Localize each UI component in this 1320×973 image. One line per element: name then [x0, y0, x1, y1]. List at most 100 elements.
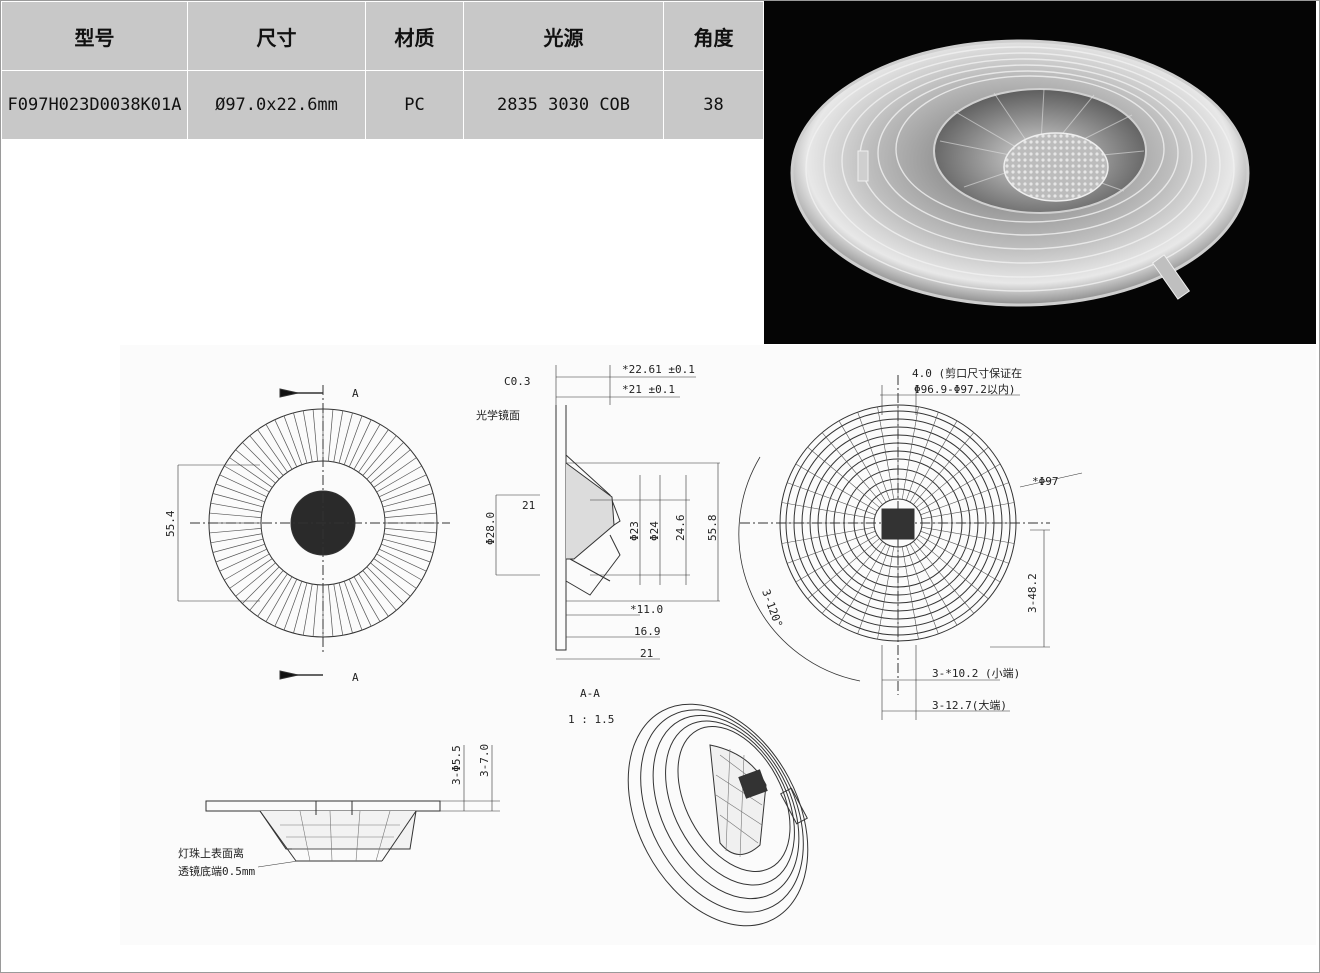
front-view-ray [209, 512, 262, 518]
front-view-ray [210, 533, 263, 544]
top-dim-d97: *Φ97 [1032, 475, 1059, 488]
front-view-ray [358, 573, 389, 617]
front-section-marker-top: A [352, 387, 359, 400]
top-view-ray [901, 406, 919, 500]
front-view-ray [383, 533, 436, 544]
spec-table: 型号 尺寸 材质 光源 角度 F097H023D0038K01A Ø97.0x2… [1, 1, 764, 140]
section-dim-24-6: 24.6 [674, 515, 687, 542]
front-view-ray [376, 465, 422, 493]
front-view [177, 385, 450, 680]
top-view-ray [857, 545, 891, 634]
top-view-ray [838, 543, 887, 626]
top-view-ray [807, 538, 880, 600]
front-view-ray [370, 562, 411, 597]
front-view-ray [381, 483, 431, 503]
front-view-ray [229, 457, 273, 488]
section-view [495, 365, 720, 660]
front-view-ray [343, 581, 363, 631]
front-view-ray [362, 435, 397, 476]
top-dim-angle: 3-120° [759, 588, 785, 630]
front-view-ray [366, 442, 404, 480]
front-view-ray [343, 415, 363, 465]
front-view-ray [379, 474, 427, 498]
cell-material: PC [365, 70, 464, 140]
top-view-ray [913, 541, 975, 614]
top-view-ray [909, 420, 958, 503]
section-dim-d28: Φ28.0 [484, 512, 497, 545]
front-view-ray [249, 570, 284, 611]
front-view-ray [242, 442, 280, 480]
front-view-ray [373, 558, 417, 589]
top-view-ray [795, 534, 878, 583]
front-view-ray [249, 435, 284, 476]
section-dim-22-61: *22.61 ±0.1 [622, 363, 695, 376]
section-dim-21-top: *21 ±0.1 [622, 383, 675, 396]
front-view-ray [224, 553, 270, 581]
front-view-ray [358, 429, 389, 473]
front-view-ray [348, 579, 372, 627]
front-view-ray [242, 566, 280, 604]
top-view-ray [921, 502, 1015, 520]
top-view-ray [918, 463, 1001, 512]
front-view-ray [333, 583, 344, 636]
front-view-ray [353, 424, 381, 470]
top-view-ray [787, 482, 876, 516]
top-view-ray [913, 432, 975, 505]
section-dim-d23: Φ23 [628, 521, 641, 541]
top-view-ray [921, 526, 1015, 544]
front-view-ray [328, 409, 334, 462]
front-view-ray [333, 410, 344, 463]
front-view-ray [302, 583, 313, 636]
front-view-ray [383, 502, 436, 513]
isometric-view [627, 703, 809, 927]
top-note-range: Φ96.9-Φ97.2以内) [914, 382, 1015, 396]
front-view-ray [384, 528, 437, 534]
product-photo [764, 1, 1316, 344]
side-dim-3-5-5: 3-Φ5.5 [450, 745, 463, 785]
front-view-ray [312, 409, 318, 462]
front-view-ray [229, 558, 273, 589]
header-size: 尺寸 [187, 1, 366, 71]
front-view-ray [293, 412, 308, 464]
front-view-ray [366, 566, 404, 604]
top-view-ray [807, 446, 880, 508]
front-view-ray [353, 576, 381, 622]
side-note-line2: 透镜底端0.5mm [178, 864, 255, 878]
front-view-ray [382, 493, 434, 508]
front-view-ray [257, 573, 288, 617]
cell-size: Ø97.0x22.6mm [187, 70, 366, 140]
top-view-ray [781, 526, 875, 544]
top-view-ray-pattern [780, 405, 1016, 641]
section-dim-d24: Φ24 [648, 521, 661, 541]
side-note-line1: 灯珠上表面离 [178, 846, 244, 860]
top-dim-3-48: 3-48.2 [1026, 573, 1039, 613]
section-title: A-A [580, 687, 600, 700]
front-view-ray [265, 424, 293, 470]
side-dim-3-7: 3-7.0 [478, 744, 491, 777]
top-dim-big-ear: 3-12.7(大端) [932, 698, 1007, 712]
top-view-ray [787, 530, 876, 564]
front-view-ray [338, 412, 353, 464]
technical-drawing: A A 55.4 C0.3 光学镜面 *22.61 ±0.1 *21 ±0.1 … [120, 345, 1316, 945]
top-view-ray [901, 546, 919, 640]
front-view-ray [212, 493, 264, 508]
front-view-ray [362, 570, 397, 611]
top-view-ray [877, 406, 895, 500]
front-view-ray [382, 538, 434, 553]
top-dim-small-ear: 3-*10.2 (小端) [932, 667, 1020, 680]
front-view-ray [215, 483, 265, 503]
front-view-ray [257, 429, 288, 473]
cell-model: F097H023D0038K01A [1, 70, 188, 140]
front-view-ray [215, 543, 265, 563]
top-view-ray [905, 412, 939, 501]
front-dim-height: 55.4 [164, 510, 177, 537]
front-view-ray [381, 543, 431, 563]
section-optical-surface-label: 光学镜面 [476, 408, 520, 422]
section-dim-21-left: 21 [522, 499, 535, 512]
top-view-ray [781, 502, 875, 520]
top-view-ray [905, 545, 939, 634]
front-view-ray [302, 410, 313, 463]
top-view-ray [821, 541, 883, 614]
front-view-ray [348, 419, 372, 467]
header-light-source: 光源 [463, 1, 664, 71]
